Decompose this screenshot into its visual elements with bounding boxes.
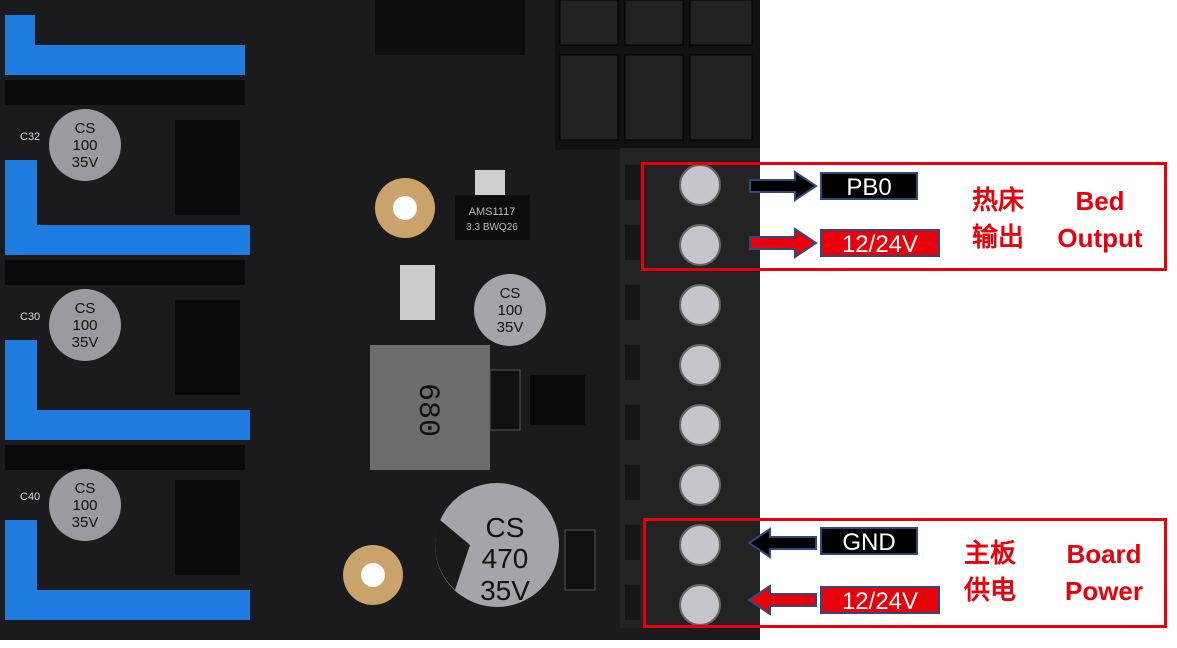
- terminal-screws: [679, 164, 721, 626]
- regulator-subtext: 3.3 BWQ26: [466, 222, 518, 233]
- cap-text: CS: [500, 285, 521, 302]
- cap-text: 35V: [72, 514, 99, 531]
- cap-text: 35V: [72, 154, 99, 171]
- arrow-left-icon: [747, 584, 817, 616]
- bed-output-highlight: [641, 162, 1167, 271]
- large-capacitor: [435, 483, 559, 607]
- cap-text: 100: [72, 137, 97, 154]
- cap-text: 35V: [72, 334, 99, 351]
- board-power-en-line1: Board: [1066, 539, 1142, 569]
- cap-text: CS: [75, 120, 96, 137]
- silk-label: C32: [20, 131, 40, 143]
- board-power-cn-line2: 供电: [964, 576, 1017, 606]
- cap-large-text: 470: [482, 543, 529, 574]
- bed-output-cn-line1: 热床: [972, 186, 1025, 216]
- board-power-label: 12/24V: [820, 586, 940, 615]
- board-power-cn-line1: 主板: [964, 539, 1017, 569]
- cap-text: 100: [72, 317, 97, 334]
- mcu-chip: [375, 0, 525, 55]
- bed-power-label: 12/24V: [820, 229, 940, 258]
- bed-output-en-line1: Bed: [1075, 186, 1125, 216]
- board-power-highlight: [643, 518, 1167, 628]
- inductor: [370, 345, 490, 470]
- regulator-text: AMS1117: [469, 206, 516, 218]
- cap-large-text: 35V: [480, 575, 530, 606]
- silk-label: C30: [20, 311, 40, 323]
- blue-headers: [5, 15, 250, 620]
- cap-text: CS: [75, 480, 96, 497]
- bed-output-cn-line2: 输出: [972, 223, 1025, 253]
- pb0-label: PB0: [820, 172, 918, 201]
- cap-text: 35V: [497, 319, 524, 336]
- small-capacitors: [49, 109, 546, 541]
- regulator: [455, 195, 530, 240]
- cap-large-text: CS: [486, 512, 525, 543]
- arrow-right-icon: [749, 227, 818, 259]
- arrow-left-icon: [747, 527, 817, 559]
- cap-text: CS: [75, 300, 96, 317]
- cap-text: 100: [72, 497, 97, 514]
- bed-output-en-line2: Output: [1057, 223, 1143, 253]
- gnd-label: GND: [820, 527, 918, 556]
- arrow-right-icon: [749, 170, 818, 202]
- inductor-text: 680: [410, 383, 444, 437]
- cap-text: 100: [497, 302, 522, 319]
- silk-label: C40: [20, 491, 40, 503]
- board-power-en-line2: Power: [1064, 576, 1144, 606]
